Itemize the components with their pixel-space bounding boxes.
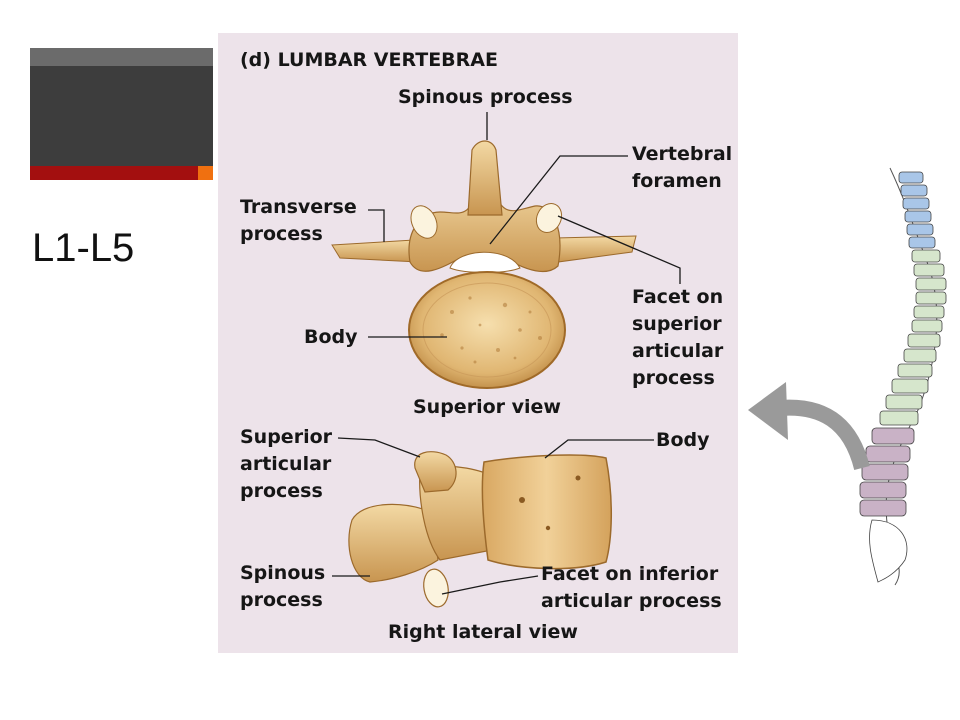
- title-bar-dark: [30, 66, 213, 166]
- caption-superior-view: Superior view: [413, 396, 561, 418]
- label-transverse-process: Transverse process: [240, 196, 357, 245]
- title-bar-orange-accent: [198, 166, 213, 180]
- label-facet-superior-articular: Facet on superior articular process: [632, 286, 724, 389]
- figure-heading: (d) LUMBAR VERTEBRAE: [240, 49, 498, 71]
- lateral-view-vertebra: [348, 451, 613, 608]
- label-body-lateral: Body: [656, 429, 710, 451]
- slide-title: L1-L5: [32, 226, 135, 270]
- curved-arrow-icon: [748, 382, 870, 471]
- spine-column-icon: [859, 167, 947, 586]
- label-superior-articular-process: Superior articular process: [240, 426, 333, 502]
- title-bar-top: [30, 48, 213, 66]
- label-body-superior: Body: [304, 326, 358, 348]
- caption-right-lateral-view: Right lateral view: [388, 621, 578, 643]
- label-spinous-process-superior: Spinous process: [398, 86, 573, 108]
- leader-lines: [332, 112, 681, 595]
- label-vertebral-foramen: Vertebral foramen: [632, 143, 733, 192]
- title-bar-red-accent: [30, 166, 198, 180]
- superior-view-vertebra: [331, 140, 637, 389]
- label-spinous-process-lateral: Spinous process: [240, 562, 326, 611]
- label-facet-inferior-articular: Facet on inferior articular process: [541, 563, 722, 612]
